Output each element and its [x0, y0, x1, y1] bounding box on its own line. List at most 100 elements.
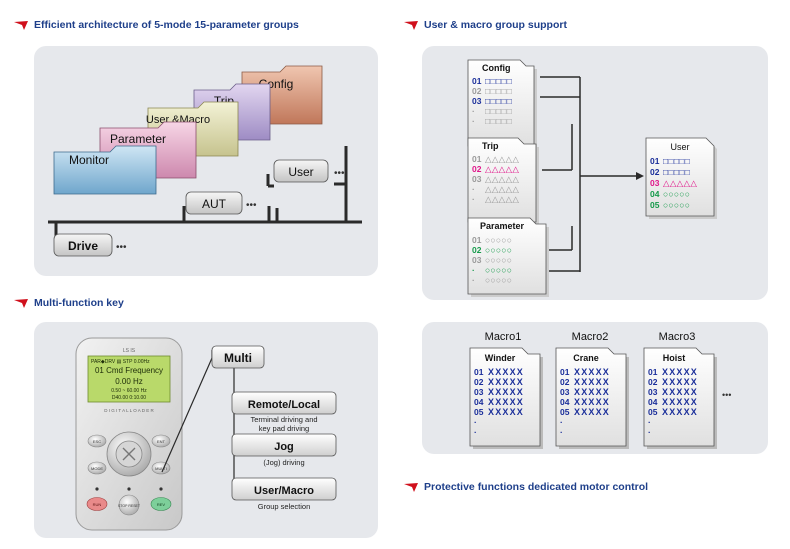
rev-key[interactable]: [150, 497, 172, 511]
user-row-number: 03: [650, 178, 660, 188]
parameter-row-number: ·: [472, 275, 475, 285]
red-arrow-icon: [14, 298, 28, 308]
macro-row-number: 04: [474, 397, 484, 407]
user-row-symbols: ○○○○○: [663, 200, 690, 210]
drive-tag: Drive •••: [53, 233, 127, 257]
heading-architecture: Efficient architecture of 5-mode 15-para…: [14, 19, 299, 31]
parameter-folder-label: Parameter: [110, 132, 166, 146]
macro-row-number: 03: [560, 387, 570, 397]
mode-key[interactable]: [87, 461, 107, 475]
group-connectors: [540, 76, 636, 272]
user-row-number: 02: [650, 167, 660, 177]
trip-group-card: Trip 01△△△△△02△△△△△03△△△△△·△△△△△·△△△△△: [467, 137, 539, 225]
trip-row-number: 01: [472, 154, 482, 164]
heading-user-macro: User & macro group support: [404, 19, 567, 31]
config-row-symbols: □□□□□: [485, 76, 512, 86]
user-row-symbols: □□□□□: [663, 167, 690, 177]
multi-label-box: Multi: [211, 345, 265, 369]
trip-row-symbols: △△△△△: [485, 164, 519, 174]
remote-local-label: Remote/Local: [248, 399, 320, 411]
parameter-group-card: Parameter 01○○○○○02○○○○○03○○○○○·○○○○○·○○…: [467, 217, 549, 297]
multi-key-label: MULTI: [155, 466, 167, 471]
parameter-row-symbols: ○○○○○: [485, 255, 512, 265]
macro-row-marks: XXXXX: [574, 367, 610, 377]
remote-local-option: Remote/Local Terminal driving and key pa…: [231, 391, 337, 433]
user-macro-label: User/Macro: [254, 485, 314, 497]
macro-row-marks: XXXXX: [574, 387, 610, 397]
user-macro-desc: Group selection: [258, 502, 311, 511]
user-group-title: User: [670, 142, 689, 152]
config-row-number: 02: [472, 86, 482, 96]
parameter-row-symbols: ○○○○○: [485, 245, 512, 255]
aut-tag-ellipsis: •••: [246, 200, 257, 211]
macro-row-number: ·: [560, 427, 563, 437]
aut-tag: AUT •••: [185, 191, 257, 215]
macro-row-number: ·: [648, 417, 651, 427]
macro-row-marks: XXXXX: [662, 387, 698, 397]
monitor-folder-label: Monitor: [69, 153, 109, 167]
user-row-symbols: △△△△△: [663, 178, 697, 188]
architecture-diagram: Config Trip User &Macro Parameter Monito…: [48, 65, 362, 257]
user-group-card: User 01□□□□□02□□□□□03△△△△△04○○○○○05○○○○○: [645, 137, 717, 219]
user-row-symbols: ○○○○○: [663, 189, 690, 199]
macro-row-marks: XXXXX: [662, 377, 698, 387]
parameter-row-number: ·: [472, 265, 475, 275]
macro-row-marks: XXXXX: [574, 377, 610, 387]
red-arrow-icon: [404, 20, 418, 30]
parameter-row-symbols: ○○○○○: [485, 235, 512, 245]
keypad-brand: LS IS: [123, 348, 136, 354]
lcd-line-3: 0.00 Hz: [115, 377, 143, 386]
winder-title: Winder: [485, 353, 516, 363]
trip-row-symbols: △△△△△: [485, 154, 519, 164]
heading-architecture-text: Efficient architecture of 5-mode 15-para…: [34, 19, 299, 31]
heading-protective: Protective functions dedicated motor con…: [404, 481, 648, 493]
navigation-cross-icon: [122, 447, 136, 461]
user-row-number: 01: [650, 156, 660, 166]
lcd-line-5: D40.00 0:10.00: [112, 395, 146, 401]
run-key[interactable]: [86, 497, 108, 511]
user-tag-label: User: [288, 165, 313, 179]
heading-user-macro-text: User & macro group support: [424, 19, 567, 31]
heading-multi-function-text: Multi-function key: [34, 297, 124, 309]
lcd-screen: [87, 355, 171, 403]
user-row-number: 05: [650, 200, 660, 210]
multi-function-diagram: LS IS PAR◆DRV ▤ STP 0.00Hz 01 Cmd Freque…: [75, 337, 337, 531]
macro-row-marks: XXXXX: [662, 397, 698, 407]
macro-row-number: ·: [560, 417, 563, 427]
macro-row-number: 04: [560, 397, 570, 407]
macro-row-marks: XXXXX: [574, 397, 610, 407]
run-key-label: RUN: [93, 502, 102, 507]
user-macro-option: User/Macro Group selection: [231, 477, 337, 511]
monitor-folder: Monitor: [53, 145, 157, 195]
macro-row-number: 01: [474, 367, 484, 377]
digital-loader-keypad: LS IS PAR◆DRV ▤ STP 0.00Hz 01 Cmd Freque…: [75, 337, 183, 531]
macro-row-marks: XXXXX: [488, 367, 524, 377]
trip-row-number: ·: [472, 194, 475, 204]
macro-row-number: 04: [648, 397, 658, 407]
ent-key[interactable]: [151, 434, 171, 448]
parameter-group-title: Parameter: [480, 221, 525, 231]
macro-row-number: 05: [474, 407, 484, 417]
multi-label: Multi: [224, 351, 252, 365]
stop-reset-key-label: STOP RESET: [118, 504, 141, 508]
parameter-row-symbols: ○○○○○: [485, 275, 512, 285]
parameter-row-number: 01: [472, 235, 482, 245]
jog-desc: (Jog) driving: [263, 458, 304, 467]
config-row-symbols: □□□□□: [485, 86, 512, 96]
esc-key[interactable]: [87, 434, 107, 448]
trip-row-number: 02: [472, 164, 482, 174]
config-row-symbols: □□□□□: [485, 96, 512, 106]
hoist-title: Hoist: [663, 353, 686, 363]
config-row-symbols: □□□□□: [485, 116, 512, 126]
crane-title: Crane: [573, 353, 599, 363]
drive-tag-label: Drive: [68, 239, 98, 253]
parameter-row-symbols: ○○○○○: [485, 265, 512, 275]
lcd-line-4: 0.50 ~ 60.00 Hz: [111, 388, 147, 394]
config-group-title: Config: [482, 63, 511, 73]
drive-tag-ellipsis: •••: [116, 242, 127, 253]
stop-reset-key[interactable]: [118, 494, 140, 516]
heading-multi-function: Multi-function key: [14, 297, 124, 309]
macro-row-number: 03: [474, 387, 484, 397]
trip-row-symbols: △△△△△: [485, 184, 519, 194]
aut-tag-label: AUT: [202, 197, 227, 211]
